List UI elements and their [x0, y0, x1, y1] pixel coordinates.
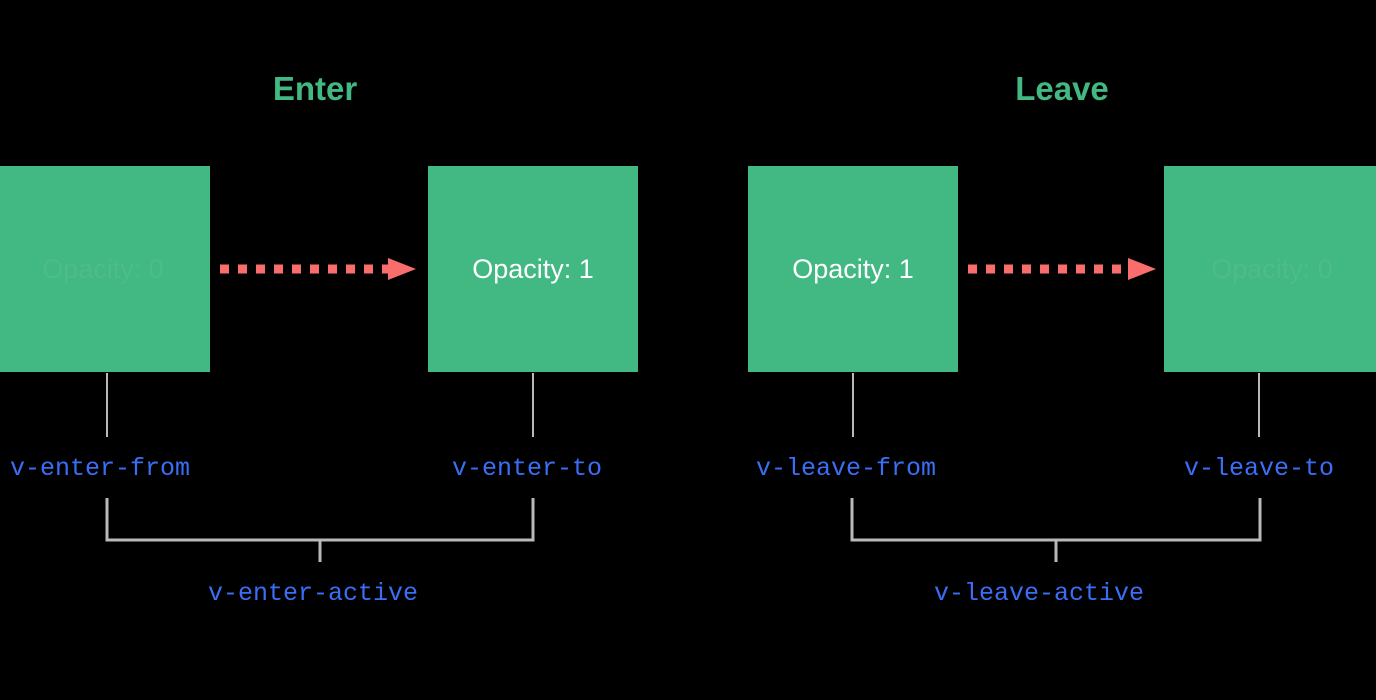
- section-title-enter: Enter: [272, 70, 358, 107]
- state-box-enter-to: Opacity: 1: [428, 166, 638, 372]
- leader-line-enter-to: [532, 373, 534, 437]
- section-title-leave: Leave: [1015, 70, 1109, 107]
- state-box-leave-from: Opacity: 1: [748, 166, 958, 372]
- leader-line-enter-from: [106, 373, 108, 437]
- state-box-leave-to-label: Opacity: 0: [1211, 253, 1333, 284]
- span-bracket-enter-active: [105, 498, 535, 562]
- class-label-v-enter-from: v-enter-from: [10, 454, 191, 483]
- leader-line-leave-to: [1258, 373, 1260, 437]
- state-box-leave-to: Opacity: 0: [1164, 166, 1376, 372]
- state-box-enter-from-label: Opacity: 0: [42, 253, 164, 284]
- span-bracket-leave-active: [850, 498, 1262, 562]
- leader-line-leave-from: [852, 373, 854, 437]
- dashed-arrow-right-icon-enter: [220, 258, 416, 280]
- class-label-v-leave-active: v-leave-active: [934, 579, 1145, 608]
- class-label-v-enter-active: v-enter-active: [208, 579, 419, 608]
- class-label-v-leave-from: v-leave-from: [756, 454, 937, 483]
- class-label-v-enter-to: v-enter-to: [452, 454, 603, 483]
- class-label-v-leave-to: v-leave-to: [1184, 454, 1335, 483]
- state-box-leave-from-label: Opacity: 1: [792, 253, 914, 284]
- dashed-arrow-right-icon-leave: [968, 258, 1156, 280]
- state-box-enter-to-label: Opacity: 1: [472, 253, 594, 284]
- state-box-enter-from: Opacity: 0: [0, 166, 210, 372]
